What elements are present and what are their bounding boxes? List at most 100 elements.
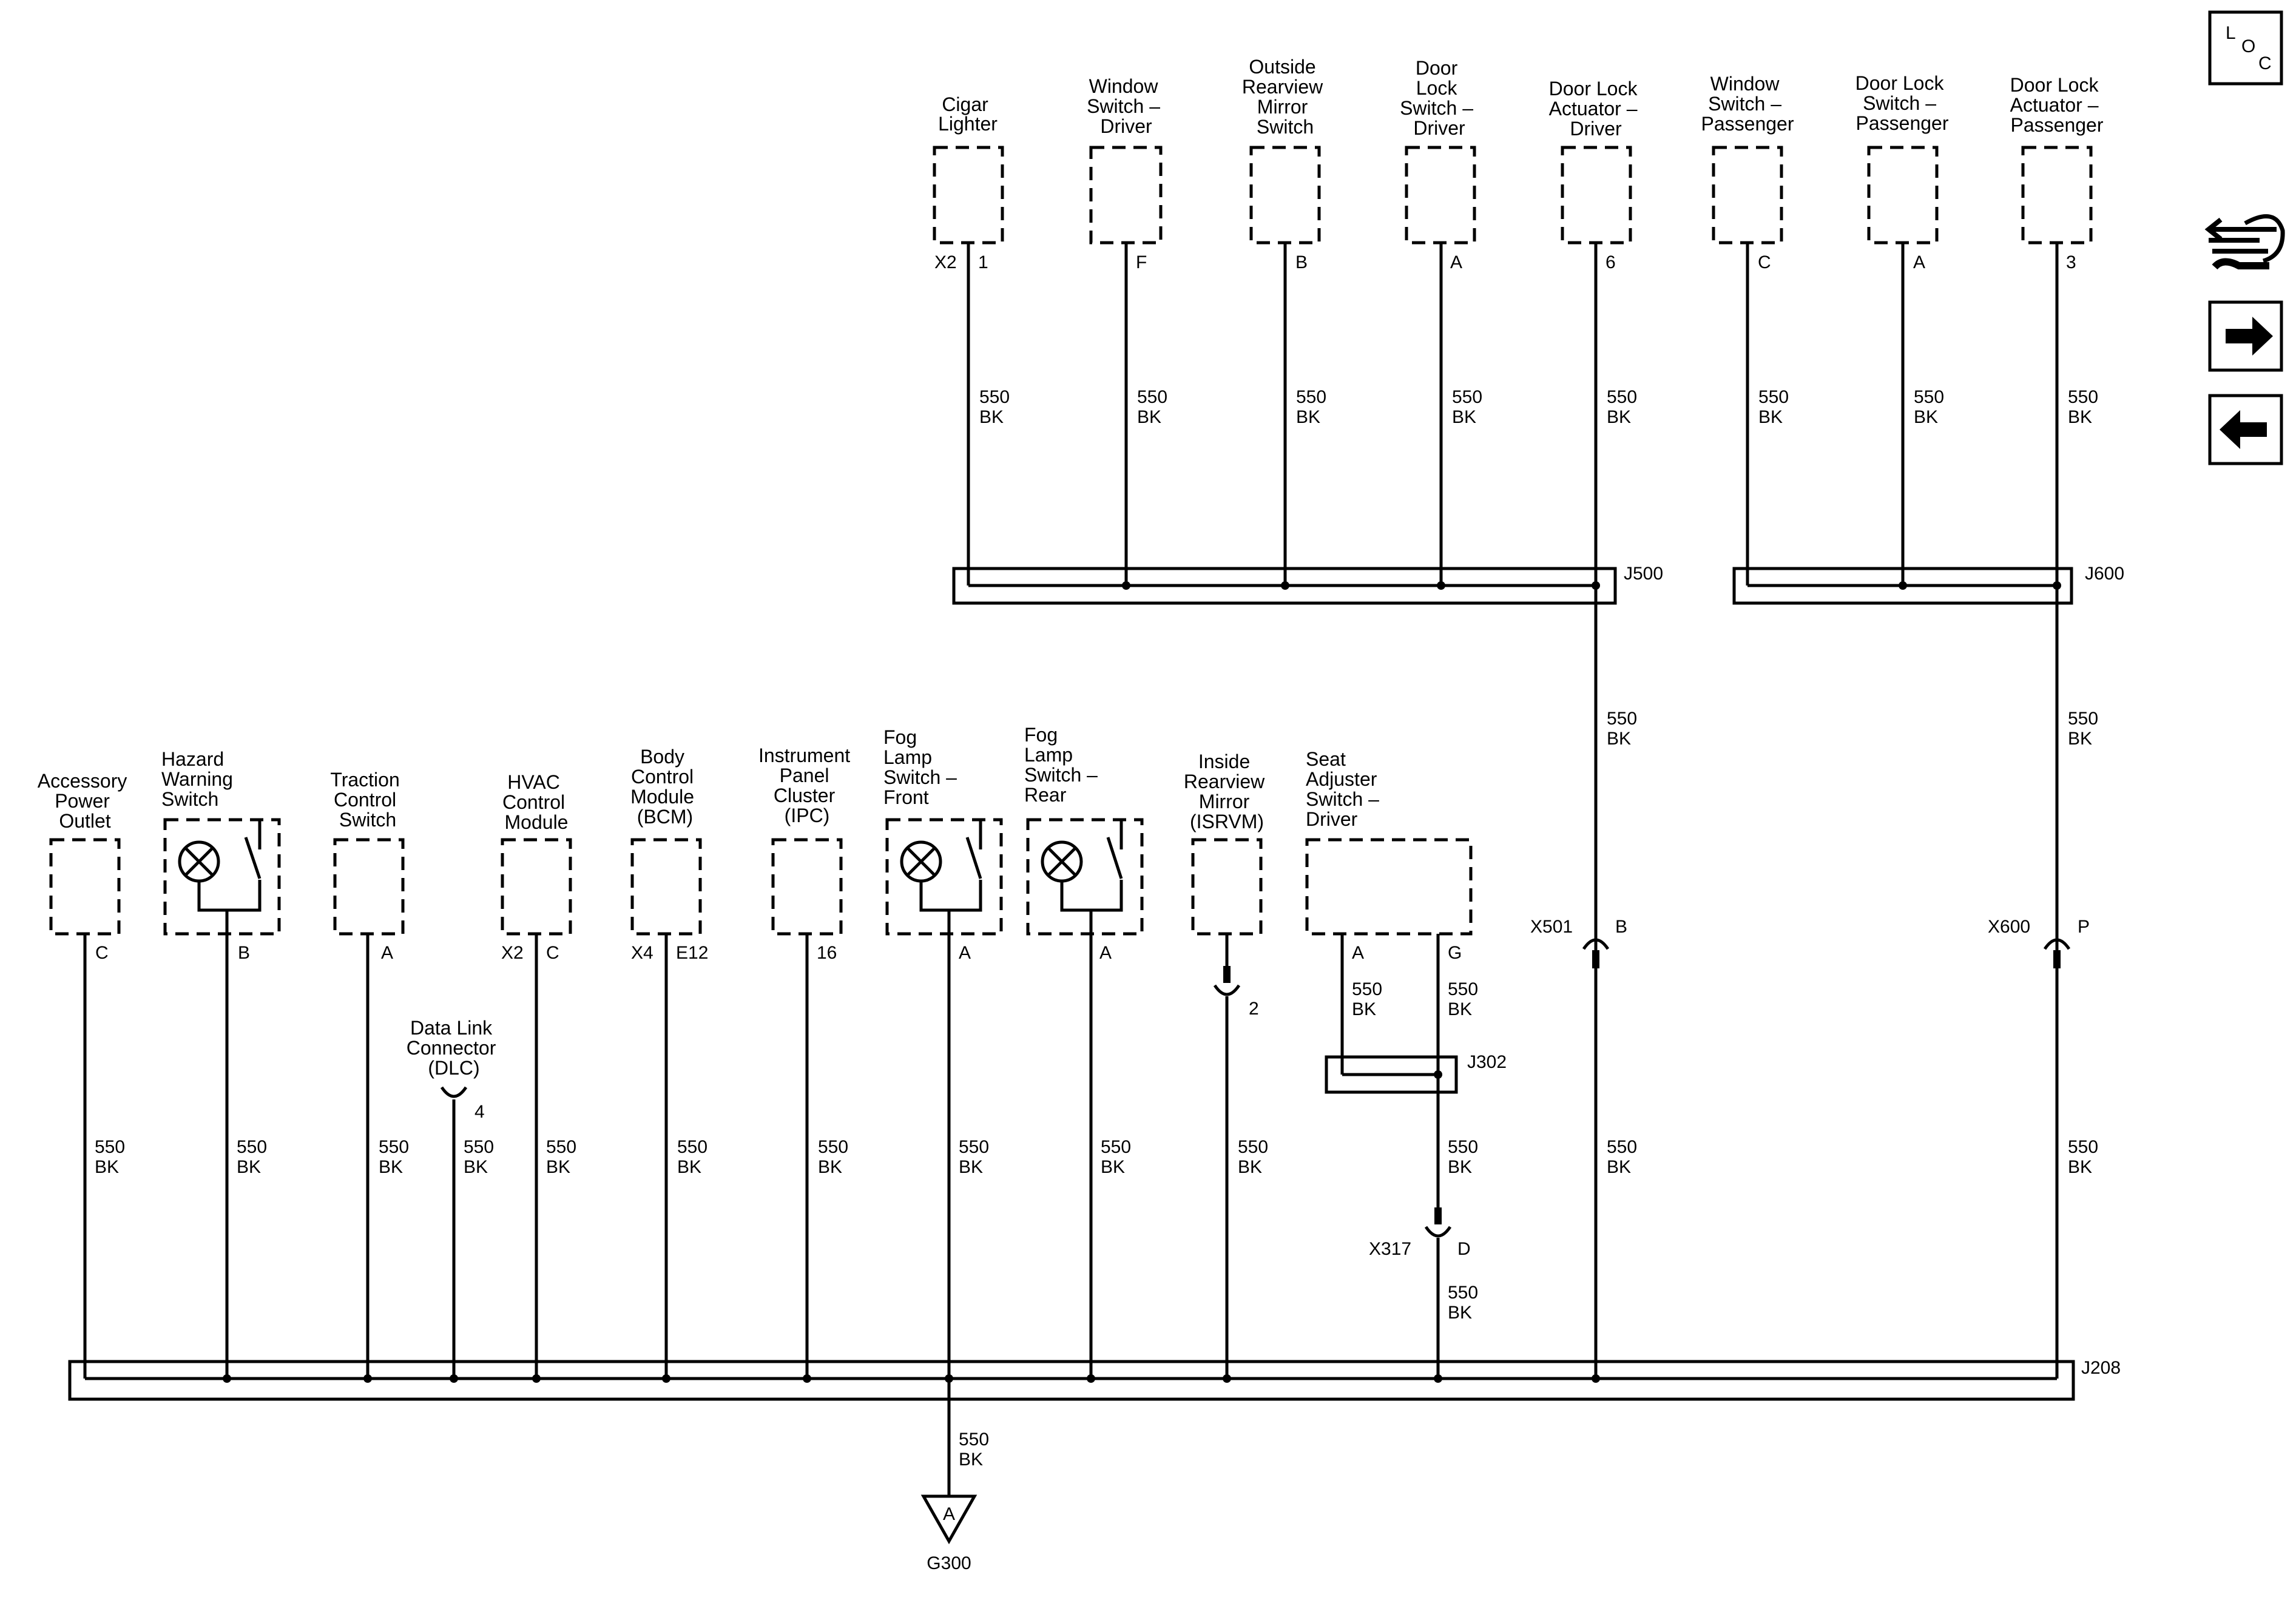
pin-label: D (1457, 1239, 1471, 1259)
splice-pack (952, 567, 1617, 605)
splice-pack (68, 1360, 2075, 1401)
pin-label: 1 (978, 252, 988, 272)
splice-j208: J208 (68, 1358, 2121, 1401)
svg-text:BK: BK (2068, 407, 2092, 427)
svg-text:BK: BK (1296, 407, 1320, 427)
pin-label: A (959, 943, 971, 963)
data-link-connector: Data Link Connector (DLC) 4 (407, 1017, 502, 1122)
svg-text:550: 550 (1448, 1137, 1478, 1157)
svg-text:550: 550 (1914, 387, 1944, 407)
fog-lamp-switch-rear: Fog Lamp Switch – Rear A (1024, 724, 1144, 963)
svg-text:C: C (2258, 53, 2272, 73)
svg-text:BK: BK (1448, 1303, 1472, 1323)
svg-text:BK: BK (1101, 1157, 1125, 1177)
next-page-button[interactable] (2208, 300, 2283, 372)
svg-text:550: 550 (546, 1137, 576, 1157)
ground-g300: A G300 (920, 1494, 977, 1573)
component-label: Instrument Panel Cluster (IPC) (758, 744, 856, 826)
splice-label: J600 (2085, 564, 2124, 584)
pin-label: 3 (2066, 252, 2076, 272)
inline-connector-x501: X501 B (1530, 917, 1627, 968)
bottom-wires (83, 910, 2057, 1496)
door-lock-switch-passenger: Door Lock Switch – Passenger A (1855, 72, 1949, 272)
component-label: Data Link Connector (DLC) (407, 1017, 502, 1079)
svg-text:BK: BK (1607, 729, 1631, 749)
svg-text:BK: BK (1452, 407, 1476, 427)
component-box (1561, 146, 1632, 245)
svg-text:550: 550 (979, 387, 1010, 407)
svg-text:BK: BK (1914, 407, 1938, 427)
connector-label: X501 (1530, 917, 1573, 937)
loc-button[interactable]: L O C (2208, 10, 2283, 86)
svg-text:BK: BK (1607, 1157, 1631, 1177)
instrument-panel-cluster: Instrument Panel Cluster (IPC) 16 (758, 744, 856, 963)
component-box (933, 146, 1004, 245)
component-label: Window Switch – Driver (1087, 75, 1166, 137)
svg-text:550: 550 (1607, 709, 1637, 729)
svg-text:BK: BK (1607, 407, 1631, 427)
previous-page-button[interactable] (2208, 394, 2283, 465)
cigar-lighter: Cigar Lighter X2 1 (933, 93, 1004, 272)
pin-label: A (1913, 252, 1925, 272)
svg-text:BK: BK (1448, 999, 1472, 1019)
component-box (1712, 146, 1783, 245)
svg-text:550: 550 (959, 1137, 989, 1157)
component-label: Door Lock Switch – Driver (1400, 57, 1479, 139)
svg-text:550: 550 (2068, 709, 2098, 729)
window-switch-passenger: Window Switch – Passenger C (1701, 73, 1794, 272)
component-box (1249, 146, 1321, 245)
pin-label: B (238, 943, 250, 963)
component-label: Fog Lamp Switch – Front (883, 726, 962, 808)
svg-text:BK: BK (1238, 1157, 1262, 1177)
splice-label: J302 (1467, 1052, 1507, 1072)
svg-text:BK: BK (237, 1157, 261, 1177)
svg-text:BK: BK (1352, 999, 1376, 1019)
hvac-control-module: HVAC Control Module X2 C (501, 771, 572, 963)
switch-icon (197, 820, 262, 912)
component-label: HVAC Control Module (502, 771, 570, 833)
component-box (1305, 838, 1473, 936)
component-label: Traction Control Switch (330, 769, 405, 831)
svg-text:550: 550 (237, 1137, 267, 1157)
svg-text:BK: BK (2068, 1157, 2092, 1177)
hazard-warning-switch: Hazard Warning Switch B (161, 748, 281, 963)
svg-text:550: 550 (1607, 1137, 1637, 1157)
svg-text:550: 550 (1137, 387, 1167, 407)
svg-text:BK: BK (464, 1157, 488, 1177)
svg-text:550: 550 (379, 1137, 409, 1157)
outside-rearview-mirror-switch: Outside Rearview Mirror Switch B (1242, 56, 1328, 272)
svg-text:BK: BK (818, 1157, 842, 1177)
connector-label: X600 (1988, 917, 2030, 937)
body-control-module: Body Control Module (BCM) X4 E12 (630, 746, 708, 963)
pin-label: A (1099, 943, 1112, 963)
ground-icon (920, 1494, 977, 1545)
pin-label: B (1295, 252, 1308, 272)
component-box (501, 838, 572, 936)
fog-lamp-switch-front: Fog Lamp Switch – Front A (883, 726, 1003, 963)
component-label: Cigar Lighter (938, 93, 998, 135)
component-label: Window Switch – Passenger (1701, 73, 1794, 135)
svg-text:BK: BK (1758, 407, 1783, 427)
svg-text:BK: BK (1137, 407, 1161, 427)
pin-label: P (2078, 917, 2090, 937)
component-label: Fog Lamp Switch – Rear (1024, 724, 1103, 806)
pin-label: C (1758, 252, 1771, 272)
switch-icon (919, 820, 982, 912)
connector-label: X2 (501, 943, 524, 963)
component-box (333, 838, 405, 936)
component-box (1191, 838, 1263, 936)
door-lock-actuator-passenger: Door Lock Actuator – Passenger 3 (2010, 74, 2104, 272)
door-lock-switch-driver: Door Lock Switch – Driver A (1400, 57, 1479, 272)
svg-text:550: 550 (1607, 387, 1637, 407)
component-label: Outside Rearview Mirror Switch (1242, 56, 1328, 138)
component-box (1089, 146, 1163, 245)
component-label: Accessory Power Outlet (38, 770, 132, 832)
svg-text:550: 550 (1238, 1137, 1268, 1157)
svg-text:BK: BK (959, 1450, 983, 1470)
component-box (1405, 146, 1476, 245)
connector-tool-icon[interactable] (2204, 214, 2285, 270)
svg-text:550: 550 (1352, 979, 1382, 999)
